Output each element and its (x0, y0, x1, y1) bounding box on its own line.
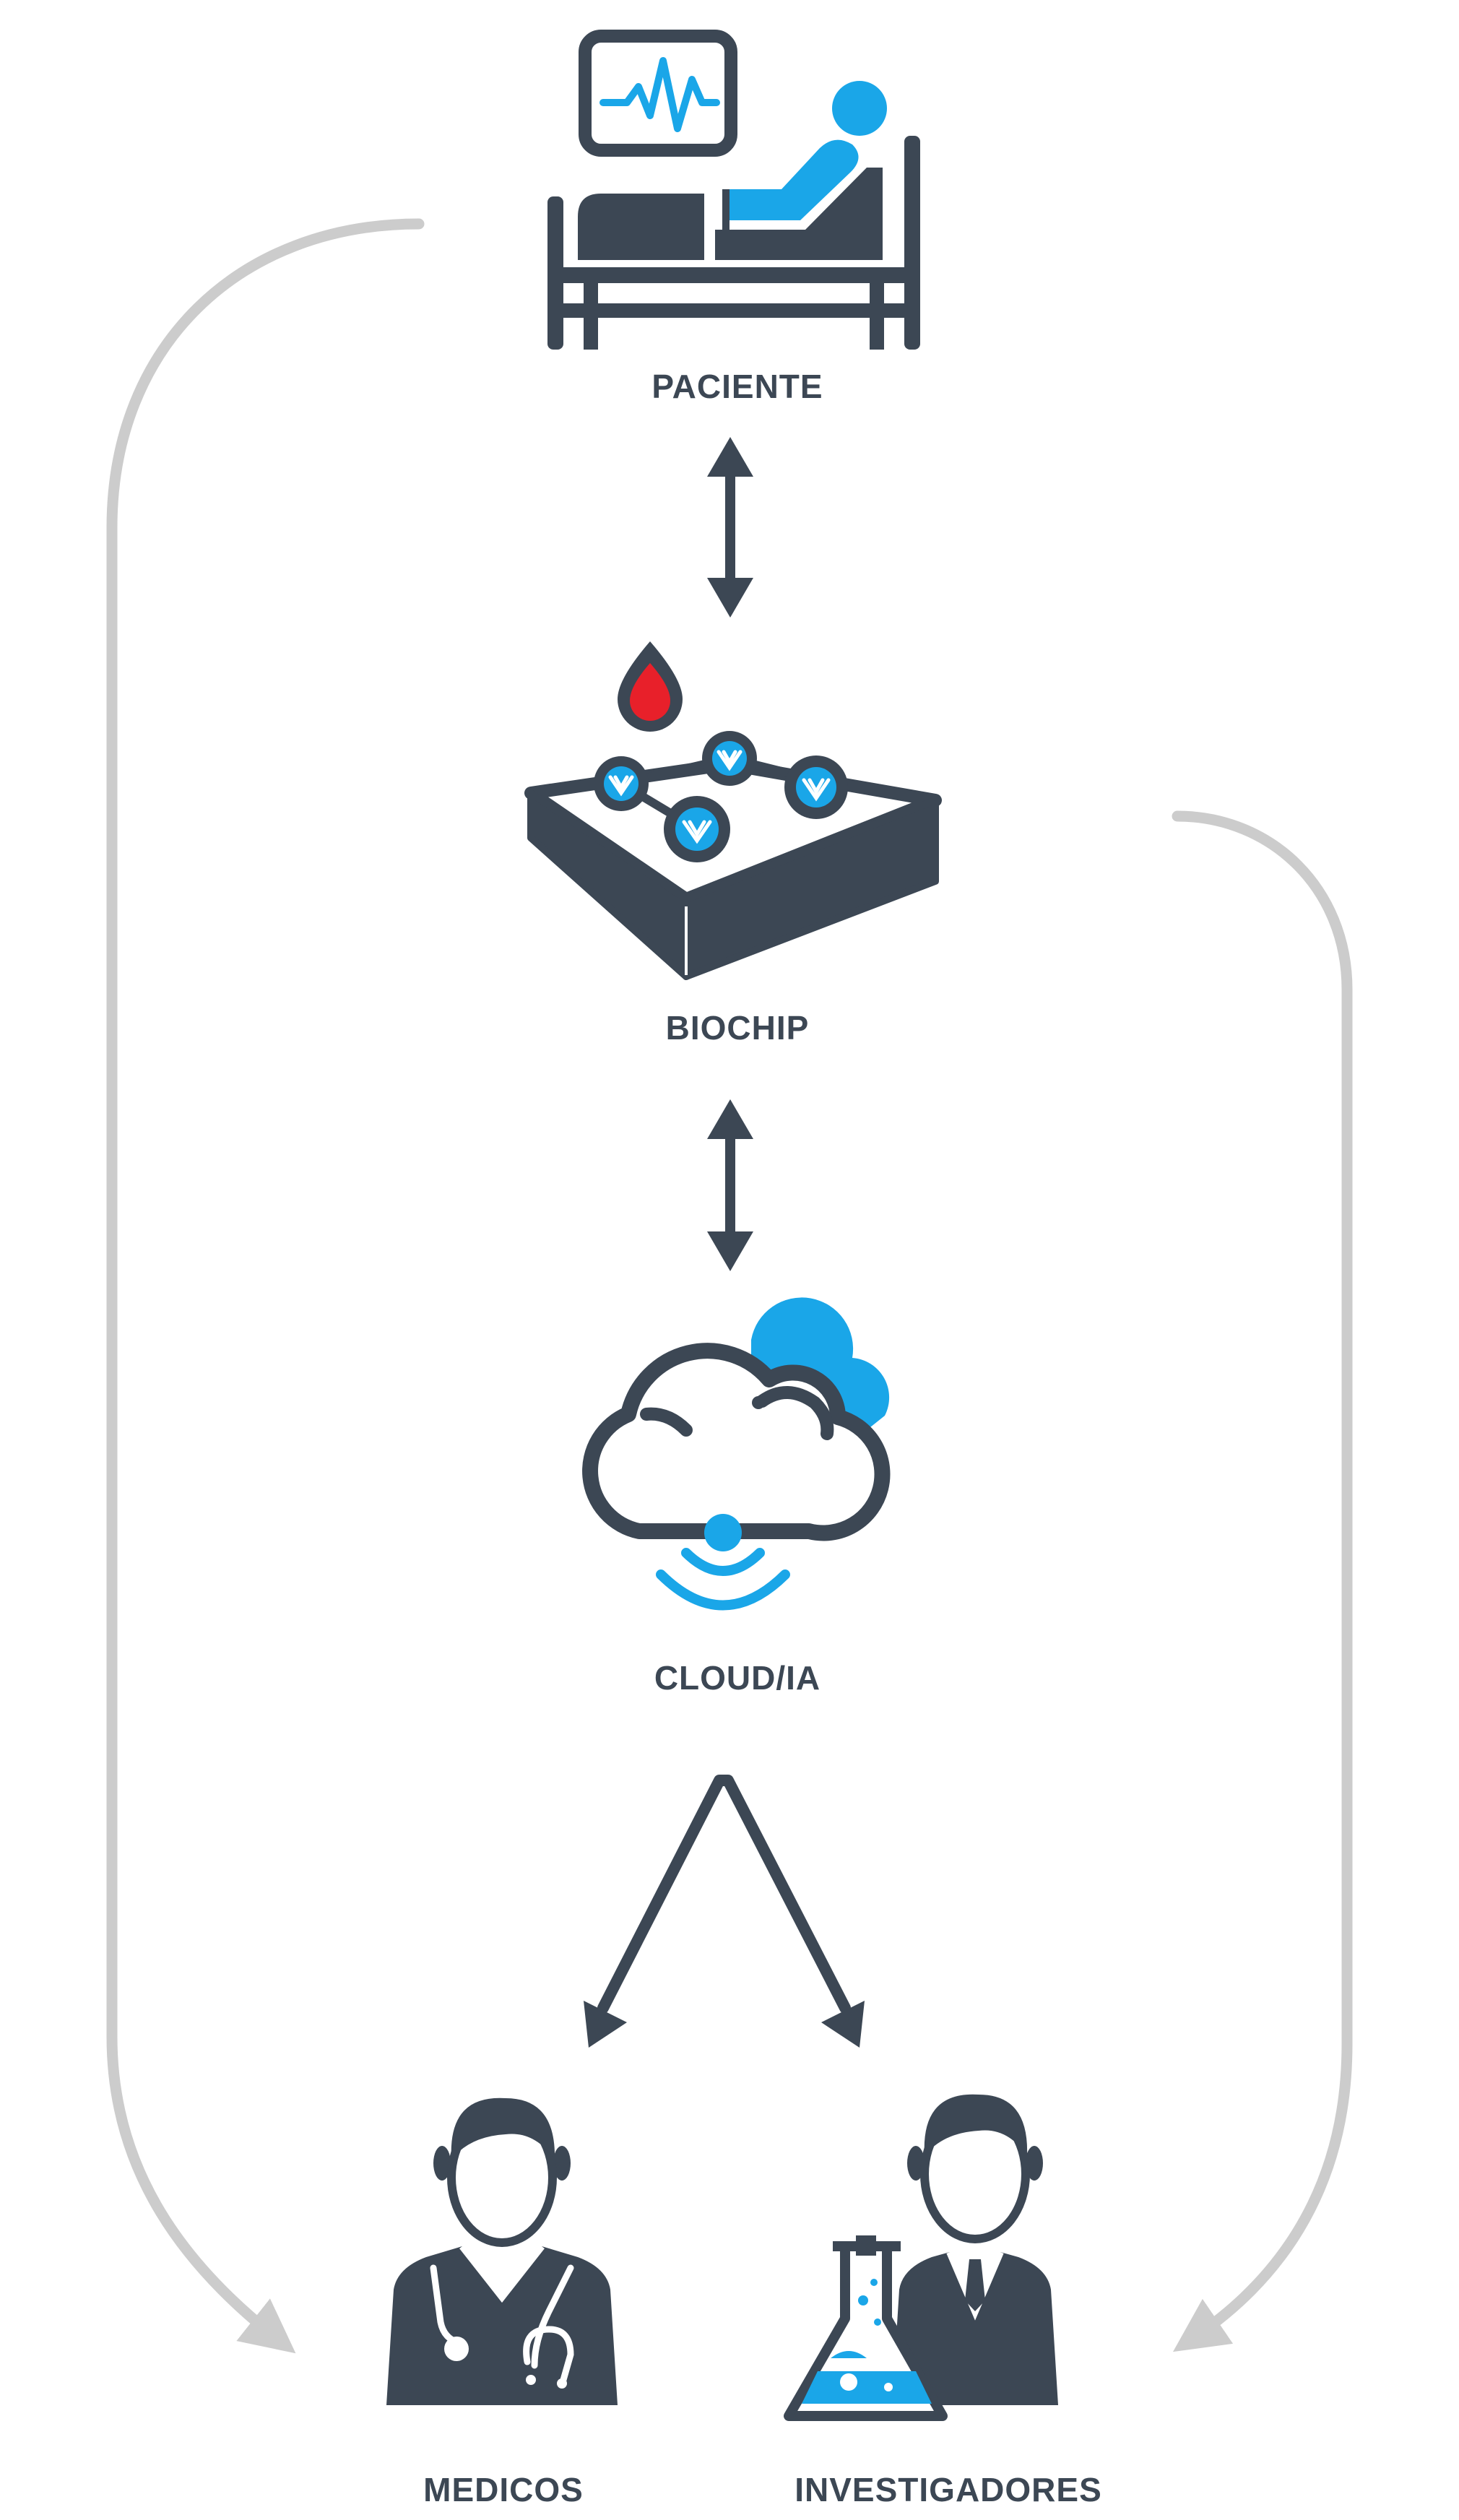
hospital-bed-patient-icon (547, 30, 920, 350)
right-loop-arrow (1172, 810, 1353, 2352)
biochip-label: BIOCHIP (665, 1009, 810, 1047)
left-loop-arrow (106, 218, 425, 2354)
medicos-label: MEDICOS (423, 2471, 584, 2508)
paciente-label: PACIENTE (651, 368, 823, 405)
cloud-wireless-icon (582, 1297, 891, 1611)
double-arrow-paciente-biochip (707, 437, 753, 618)
split-arrow (584, 1775, 865, 2048)
blood-drop-icon (618, 641, 683, 732)
doctor-stethoscope-icon (386, 2097, 618, 2405)
cloud-label: CLOUD/IA (654, 1659, 821, 1697)
biochip-icon (524, 731, 942, 980)
researcher-flask-icon (784, 2094, 1058, 2421)
investigadores-label: INVESTIGADORES (795, 2471, 1102, 2508)
double-arrow-biochip-cloud (707, 1099, 753, 1271)
